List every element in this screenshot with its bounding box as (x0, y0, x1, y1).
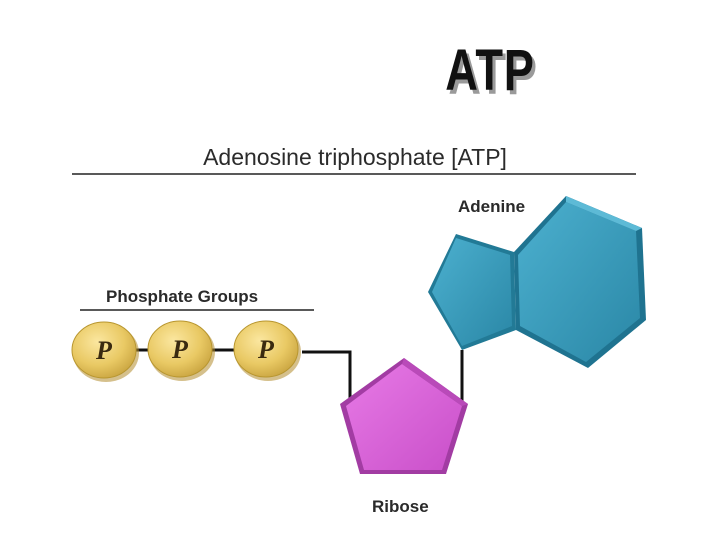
adenine-rings (428, 196, 646, 368)
phosphate-label-3: P (257, 335, 275, 364)
phosphate-label-1: P (95, 336, 113, 365)
figure-title: Adenosine triphosphate [ATP] (203, 144, 507, 170)
ribose-pentagon (340, 358, 468, 474)
phosphate-group-1: P (71, 321, 139, 382)
bond-phosphate-ribose (302, 350, 358, 406)
label-phosphate-groups: Phosphate Groups (106, 287, 259, 306)
phosphate-group-3: P (233, 320, 301, 381)
phosphate-label-2: P (171, 335, 189, 364)
phosphate-group-2: P (147, 320, 215, 381)
slide-title: ATP (445, 38, 535, 103)
label-adenine: Adenine (458, 197, 526, 216)
label-ribose: Ribose (372, 497, 429, 516)
